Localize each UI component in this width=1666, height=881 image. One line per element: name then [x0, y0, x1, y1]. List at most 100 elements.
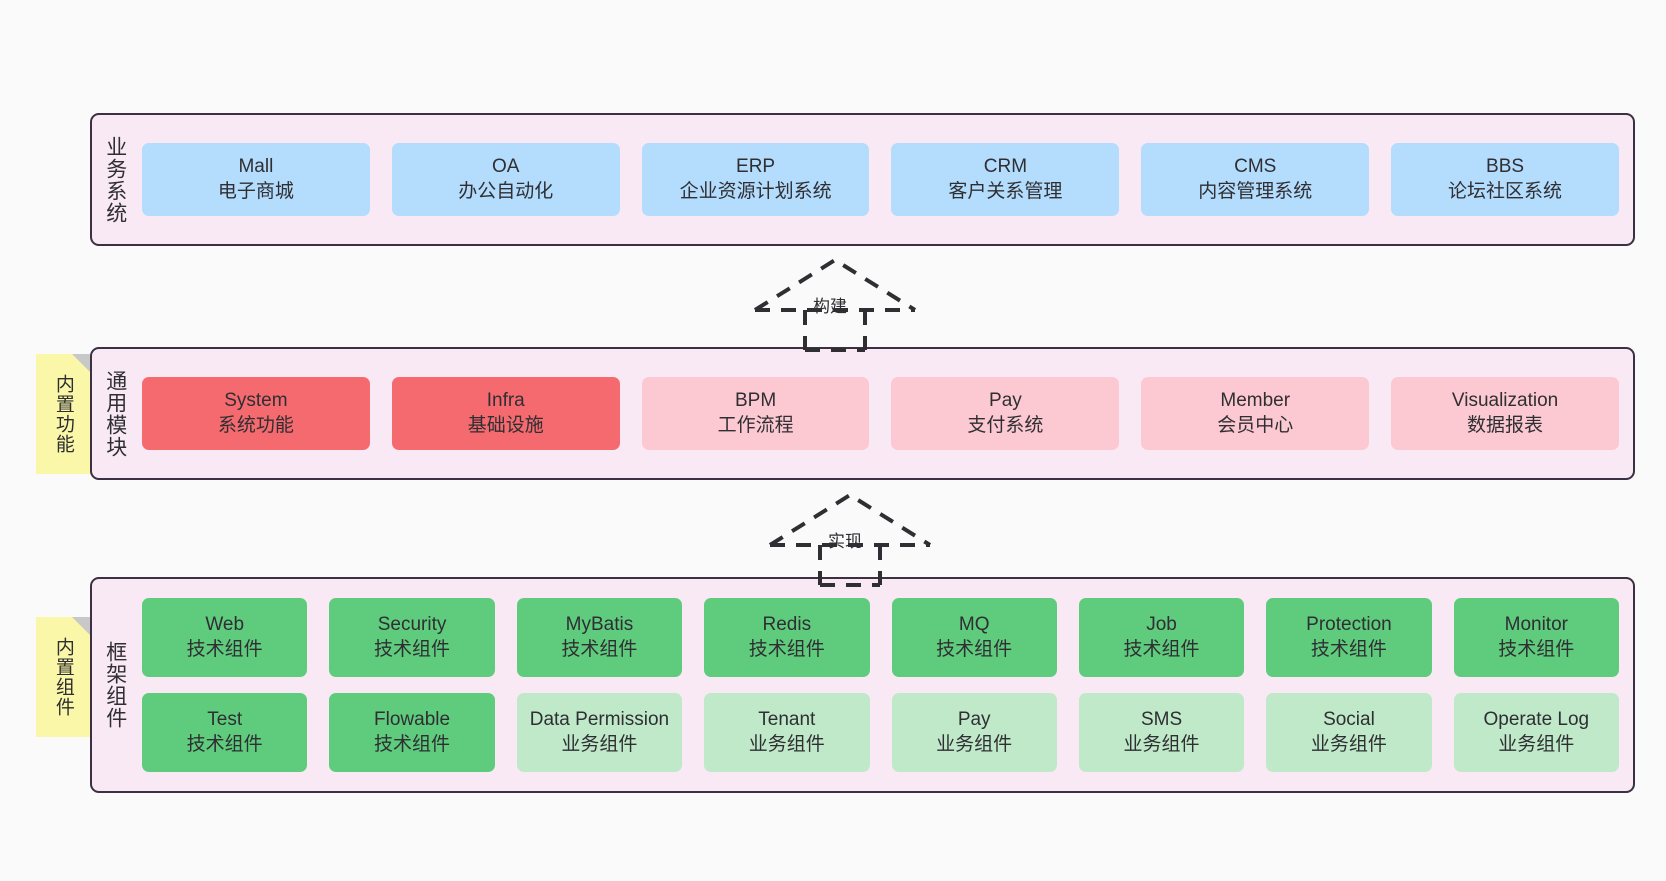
- node-row: Mall 电子商城 OA 办公自动化 ERP 企业资源计划系统 CRM 客户关系…: [142, 143, 1619, 216]
- node-job[interactable]: Job 技术组件: [1078, 598, 1245, 677]
- layer-business-systems: 业务系统 Mall 电子商城 OA 办公自动化 ERP 企业资源计划系统 CRM…: [90, 113, 1635, 246]
- node-label-cn: 技术组件: [186, 733, 263, 755]
- node-row-business: Test 技术组件 Flowable 技术组件 Data Permission …: [142, 693, 1619, 772]
- node-label-cn: 客户关系管理: [948, 180, 1063, 202]
- node-label-en: Tenant: [758, 708, 816, 730]
- node-operate-log[interactable]: Operate Log 业务组件: [1453, 693, 1619, 772]
- node-label-cn: 技术组件: [374, 733, 451, 755]
- layer-body-business-systems: Mall 电子商城 OA 办公自动化 ERP 企业资源计划系统 CRM 客户关系…: [138, 115, 1633, 244]
- node-label-en: Pay: [957, 708, 991, 730]
- node-crm[interactable]: CRM 客户关系管理: [891, 143, 1120, 216]
- node-label-cn: 业务组件: [936, 733, 1013, 755]
- node-sms[interactable]: SMS 业务组件: [1078, 693, 1245, 772]
- node-erp[interactable]: ERP 企业资源计划系统: [641, 143, 870, 216]
- node-label-en: Job: [1146, 613, 1177, 635]
- node-label-cn: 论坛社区系统: [1448, 180, 1563, 202]
- node-security[interactable]: Security 技术组件: [329, 598, 495, 677]
- node-member[interactable]: Member 会员中心: [1141, 377, 1370, 450]
- node-monitor[interactable]: Monitor 技术组件: [1453, 598, 1619, 677]
- arrowhead-hollow-dashed: [753, 257, 917, 312]
- node-label-en: Social: [1323, 708, 1375, 730]
- layer-title-common-modules: 通用模块: [103, 369, 127, 458]
- layer-body-common-modules: System 系统功能 Infra 基础设施 BPM 工作流程 Pay 支付系统…: [138, 349, 1633, 478]
- note-builtin-components: 内置组件: [36, 617, 90, 737]
- node-label-en: SMS: [1140, 708, 1183, 730]
- node-label-en: Web: [205, 613, 245, 635]
- node-label-cn: 业务组件: [1498, 733, 1575, 755]
- node-web[interactable]: Web 技术组件: [142, 598, 308, 677]
- node-label-cn: 支付系统: [967, 414, 1044, 436]
- node-protection[interactable]: Protection 技术组件: [1266, 598, 1432, 677]
- node-redis[interactable]: Redis 技术组件: [704, 598, 870, 677]
- connector-build-arrow: [753, 257, 917, 352]
- node-label-cn: 基础设施: [467, 414, 544, 436]
- node-label-cn: 工作流程: [717, 414, 794, 436]
- node-label-en: Protection: [1306, 613, 1392, 635]
- node-row-tech: Web 技术组件 Security 技术组件 MyBatis 技术组件 Redi…: [142, 598, 1619, 677]
- node-infra[interactable]: Infra 基础设施: [391, 377, 620, 450]
- node-social[interactable]: Social 业务组件: [1266, 693, 1432, 772]
- node-label-cn: 系统功能: [217, 414, 294, 436]
- node-label-en: Flowable: [374, 708, 451, 730]
- node-label-en: Operate Log: [1483, 708, 1590, 730]
- node-label-en: BPM: [734, 389, 777, 411]
- node-label-en: MyBatis: [565, 613, 634, 635]
- node-system[interactable]: System 系统功能: [142, 377, 370, 450]
- node-pay-component[interactable]: Pay 业务组件: [891, 693, 1057, 772]
- node-label-cn: 技术组件: [374, 638, 451, 660]
- node-label-cn: 技术组件: [936, 638, 1013, 660]
- node-label-cn: 电子商城: [217, 180, 294, 202]
- node-label-en: Data Permission: [529, 708, 670, 730]
- node-label-cn: 办公自动化: [458, 180, 554, 202]
- connector-implement-arrow: [768, 492, 932, 587]
- node-label-cn: 技术组件: [561, 638, 638, 660]
- node-bbs[interactable]: BBS 论坛社区系统: [1391, 143, 1619, 216]
- node-label-cn: 技术组件: [1123, 638, 1200, 660]
- layer-common-modules: 通用模块 System 系统功能 Infra 基础设施 BPM 工作流程 Pay…: [90, 347, 1635, 480]
- node-row: System 系统功能 Infra 基础设施 BPM 工作流程 Pay 支付系统…: [142, 377, 1619, 450]
- node-label-cn: 业务组件: [1123, 733, 1200, 755]
- node-mybatis[interactable]: MyBatis 技术组件: [516, 598, 683, 677]
- node-label-en: ERP: [736, 155, 776, 177]
- node-label-en: CMS: [1234, 155, 1277, 177]
- node-label-cn: 数据报表: [1467, 414, 1544, 436]
- node-label-cn: 业务组件: [748, 733, 825, 755]
- node-label-en: CRM: [983, 155, 1028, 177]
- layer-title-business-systems: 业务系统: [103, 135, 127, 224]
- node-pay-module[interactable]: Pay 支付系统: [891, 377, 1120, 450]
- node-test[interactable]: Test 技术组件: [142, 693, 308, 772]
- node-label-en: MQ: [958, 613, 990, 635]
- node-label-en: Test: [207, 708, 243, 730]
- node-label-cn: 内容管理系统: [1198, 180, 1313, 202]
- node-label-cn: 会员中心: [1217, 414, 1294, 436]
- node-data-permission[interactable]: Data Permission 业务组件: [516, 693, 683, 772]
- node-label-en: Redis: [762, 613, 812, 635]
- node-oa[interactable]: OA 办公自动化: [391, 143, 620, 216]
- node-tenant[interactable]: Tenant 业务组件: [704, 693, 870, 772]
- node-label-cn: 技术组件: [748, 638, 825, 660]
- node-mq[interactable]: MQ 技术组件: [891, 598, 1057, 677]
- layer-title-framework-components: 框架组件: [103, 641, 127, 729]
- connector-label-build: 构建: [813, 297, 847, 316]
- layer-framework-components: 框架组件 Web 技术组件 Security 技术组件 MyBatis 技术组件…: [90, 577, 1635, 793]
- node-cms[interactable]: CMS 内容管理系统: [1141, 143, 1370, 216]
- node-label-en: Infra: [486, 389, 525, 411]
- node-label-en: Monitor: [1504, 613, 1568, 635]
- node-label-en: Mall: [238, 155, 274, 177]
- node-visualization[interactable]: Visualization 数据报表: [1391, 377, 1619, 450]
- node-label-en: Pay: [989, 389, 1022, 411]
- node-label-cn: 企业资源计划系统: [679, 180, 832, 202]
- node-label-cn: 技术组件: [1498, 638, 1575, 660]
- node-label-en: BBS: [1486, 155, 1525, 177]
- arrowhead-hollow-dashed: [768, 492, 932, 547]
- node-mall[interactable]: Mall 电子商城: [142, 143, 370, 216]
- node-label-en: Visualization: [1451, 389, 1559, 411]
- connector-label-implement: 实现: [828, 532, 862, 551]
- node-label-en: System: [224, 389, 288, 411]
- node-label-cn: 技术组件: [1310, 638, 1387, 660]
- layer-body-framework-components: Web 技术组件 Security 技术组件 MyBatis 技术组件 Redi…: [138, 579, 1633, 791]
- node-label-en: OA: [492, 155, 520, 177]
- node-flowable[interactable]: Flowable 技术组件: [329, 693, 495, 772]
- node-bpm[interactable]: BPM 工作流程: [641, 377, 870, 450]
